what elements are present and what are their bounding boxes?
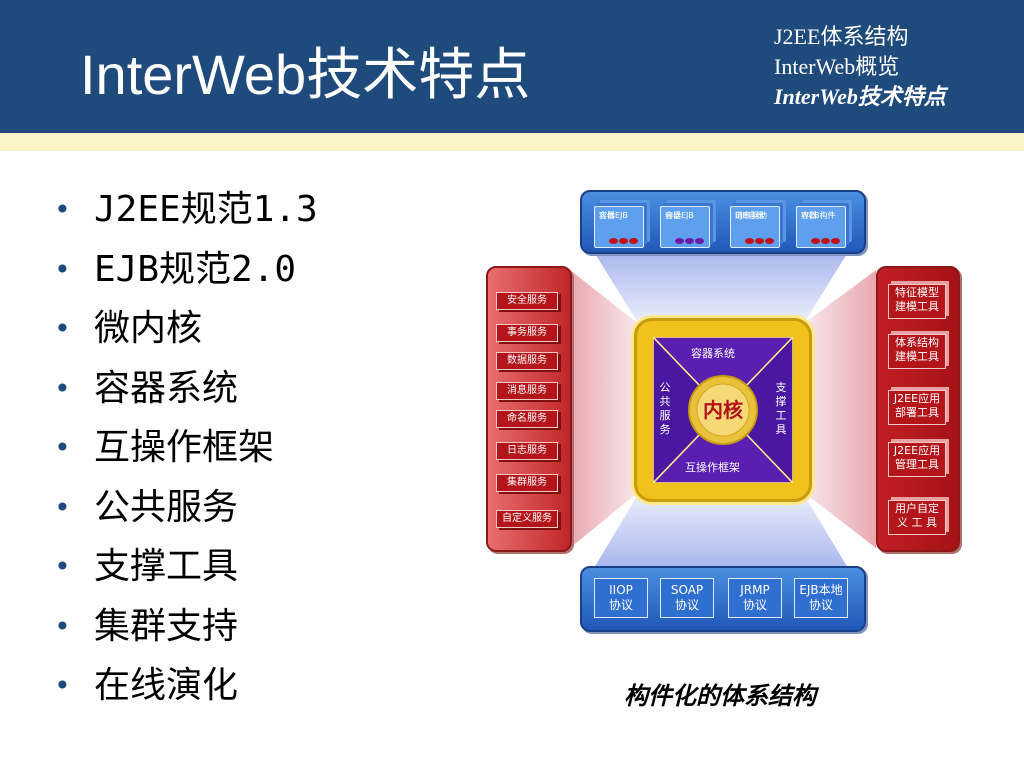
nav-item-j2ee[interactable]: J2EE体系结构 [774,24,909,49]
bullet-icon: • [54,669,71,702]
feature-list: • J2EE规范1.3 • EJB规范2.0 • 微内核 • 容器系统 • 互操作框架 •… [52,180,318,716]
list-item-text: 公共服务 [94,486,239,528]
bullet-icon: • [54,609,71,643]
service-item: 自定义服务 [496,510,558,528]
list-item: • 公共服务 [52,478,318,538]
service-item: 集群服务 [496,474,558,492]
container-card: WEB构件容器 [796,206,846,248]
tool-item: J2EE应用部署工具 [888,390,946,425]
nav-item-overview[interactable]: InterWeb概览 [774,54,900,79]
protocol-item: EJB本地协议 [794,578,848,618]
list-item-text: 互操作框架 [94,427,275,468]
page-title: InterWeb技术特点 [80,43,531,106]
bullet-icon: • [54,431,71,464]
section-nav: J2EE体系结构 InterWeb概览 InterWeb技术特点 [774,22,1014,112]
core-center-label: 内核 [703,398,743,422]
list-item: • EJB规范2.0 [52,240,318,300]
service-item: 数据服务 [496,352,558,370]
list-item-text: 支撑工具 [94,546,239,587]
services-panel [486,266,572,552]
bullet-icon: • [54,371,71,405]
list-item: • 容器系统 [52,359,318,419]
list-item-text: 微内核 [94,308,203,349]
bottom-connector [594,498,848,568]
service-item: 日志服务 [496,442,558,460]
core-right-label: 支撑工具 [775,381,787,436]
tool-item: J2EE应用管理工具 [888,442,946,477]
list-item: • 互操作框架 [52,418,318,478]
core-bottom-label: 互操作框架 [685,461,740,474]
nav-item-features[interactable]: InterWeb技术特点 [774,84,946,109]
list-item: • 支撑工具 [52,537,318,597]
diagram-caption: 构件化的体系结构 [624,682,816,710]
microkernel-core: 容器系统 互操作框架 公共服务 支撑工具 内核 [634,318,812,502]
list-item-text: EJB规范2.0 [94,248,297,290]
core-top-label: 容器系统 [691,347,735,360]
list-item-text: 在线演化 [94,665,239,706]
tool-item: 体系结构建模工具 [888,334,946,369]
list-item-text: J2EE规范1.3 [94,189,318,230]
header-stripe [0,133,1024,151]
left-connector [570,270,636,548]
service-item: 命名服务 [496,410,558,428]
list-item: • 集群支持 [52,597,318,657]
bullet-icon: • [54,312,71,345]
service-item: 消息服务 [496,382,558,400]
bullet-icon: • [54,252,71,286]
tool-item: 用户自定义 工 具 [888,500,946,535]
tool-item: 特征模型建模工具 [888,284,946,319]
list-item: • 微内核 [52,299,318,359]
service-item: 安全服务 [496,292,558,310]
core-quadrants [653,337,793,483]
top-connector [594,252,848,320]
core-left-label: 公共服务 [659,381,671,436]
list-item: • J2EE规范1.3 [52,180,318,240]
diagram-connectors [570,252,876,568]
core-inner: 容器系统 互操作框架 公共服务 支撑工具 内核 [653,337,793,483]
list-item-text: 集群支持 [94,605,239,647]
bullet-icon: • [54,490,71,524]
bullet-icon: • [54,193,71,226]
list-item-text: 容器系统 [94,367,239,409]
bullet-icon: • [54,550,71,583]
service-item: 事务服务 [496,324,558,342]
list-item: • 在线演化 [52,656,318,716]
header-bar [0,0,1024,133]
right-connector [806,270,876,548]
